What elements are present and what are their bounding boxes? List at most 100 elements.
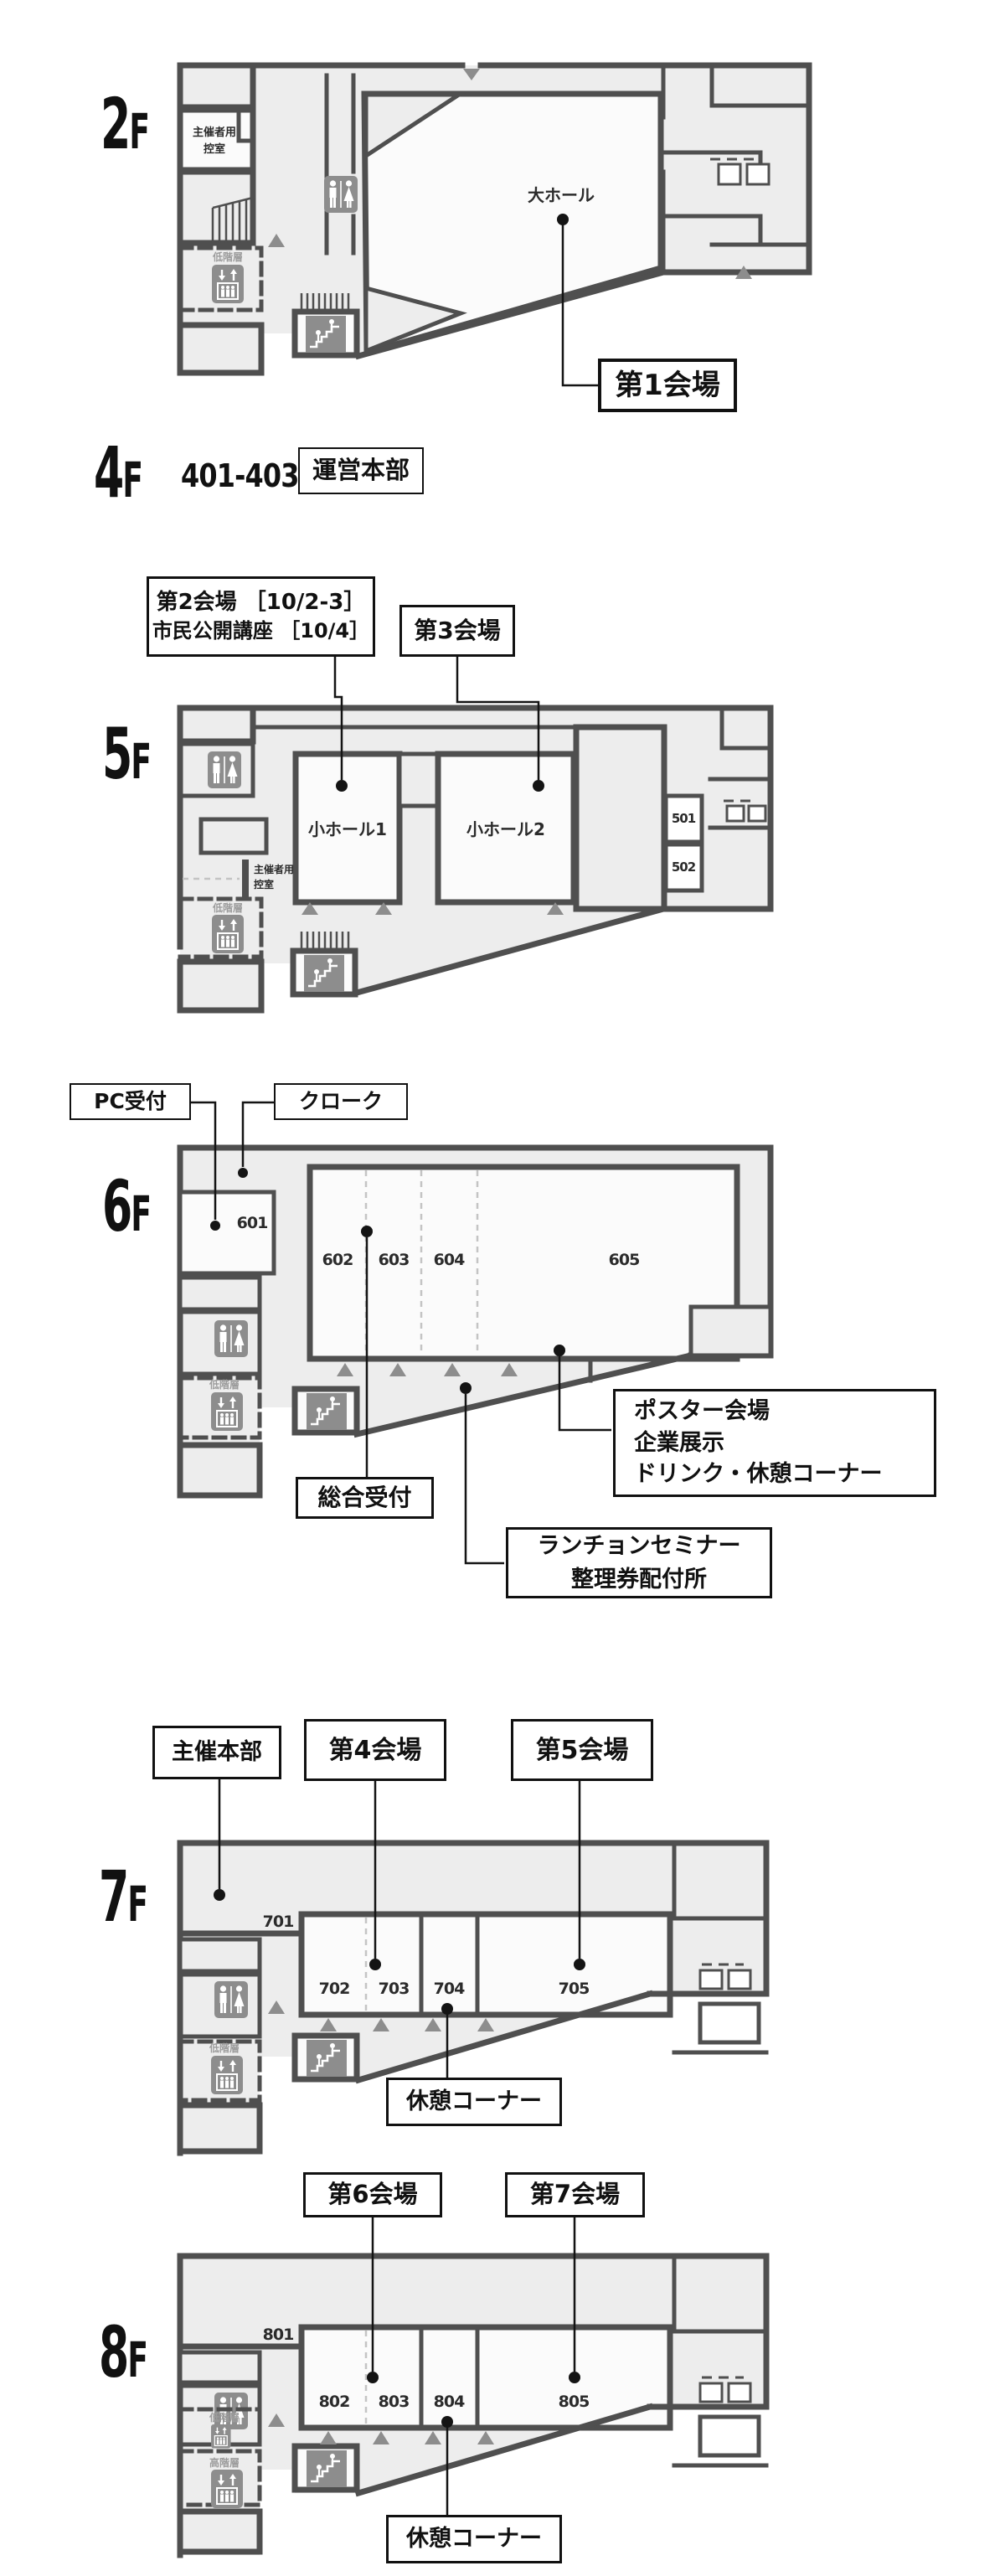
room-601 (178, 1190, 276, 1276)
room-label: 704 (434, 1980, 465, 1998)
room-label: 大ホール (528, 185, 595, 205)
callout-organizer-hq-label: 主催本部 (172, 1739, 262, 1766)
elevator-label: 低階層 (209, 1378, 240, 1391)
room-502 (663, 842, 704, 893)
room-label: 602 (322, 1251, 353, 1269)
leader-line (218, 1779, 581, 2078)
callout-venue2-line2: 市民公開講座 ［10/4］ (152, 619, 370, 643)
room-label: 小ホール1 (308, 819, 387, 839)
callout-poster-line2: 企業展示 (634, 1429, 724, 1456)
floor-label-5f: 5F (102, 713, 152, 795)
room-label: 501 (672, 811, 696, 826)
callout-venue5-label: 第5会場 (535, 1735, 629, 1765)
hall-wedge-bottom (363, 285, 467, 354)
callout-venue6-label: 第6会場 (327, 2180, 418, 2209)
room-label: 604 (434, 1251, 465, 1269)
room-label: 605 (609, 1251, 640, 1269)
elevator-shaft (727, 2382, 752, 2403)
callout-venue1: 第1会場 (598, 359, 737, 412)
elevator-shaft (698, 2382, 724, 2403)
rooms-702-705 (298, 1911, 673, 2018)
hall2-room (435, 751, 577, 906)
callout-poster-area: ポスター会場 企業展示 ドリンク・休憩コーナー (613, 1389, 936, 1497)
leader-line (333, 657, 540, 780)
wall-bar (242, 860, 249, 898)
callout-venue2-line1: 第2会場 ［10/2-3］ (156, 590, 366, 616)
callout-luncheon: ランチョンセミナー 整理券配付所 (506, 1527, 772, 1598)
callout-cloakroom: クローク (274, 1083, 408, 1120)
entrance-triangle-icon (268, 2000, 494, 2031)
room-label: 802 (319, 2393, 350, 2411)
elevator-shaft (727, 1969, 752, 1990)
callout-poster-line3: ドリンク・休憩コーナー (634, 1461, 883, 1488)
service-room (698, 2001, 761, 2045)
floor-label-4f: 4F (94, 431, 143, 514)
floor-label-7f: 7F (99, 1856, 148, 1938)
elevator-room-7f (178, 2039, 262, 2103)
callout-pc-reception: PC受付 (70, 1083, 191, 1120)
callout-rest-corner-7f-label: 休憩コーナー (406, 2088, 542, 2115)
elevator-shaft (717, 163, 742, 186)
callout-luncheon-line1: ランチョンセミナー (537, 1533, 741, 1560)
elevator-label: 低階層 (212, 901, 243, 914)
elevator-label: 低階層 (212, 250, 243, 263)
callout-venue6: 第6会場 (303, 2172, 442, 2217)
callout-venue3: 第3会場 (399, 605, 515, 657)
entrance-triangle-down-icon (463, 69, 480, 80)
room-label: 控室 (254, 878, 274, 891)
floor-label-8f: 8F (99, 2311, 148, 2393)
room-label: 502 (672, 860, 696, 875)
callout-venue7: 第7会場 (505, 2172, 645, 2217)
service-room (698, 2414, 761, 2458)
floor-label-6f: 6F (102, 1165, 152, 1247)
hall-wedge-top (363, 92, 466, 160)
floorplan-6f: 低階層 601 602 603 604 605 (177, 1101, 774, 1565)
room-label: 601 (237, 1214, 268, 1232)
floorplan-8f: 低階層 高階層 801 802 803 804 805 (177, 2217, 770, 2558)
room-label: 702 (319, 1980, 350, 1998)
callout-poster-line1: ポスター会場 (634, 1397, 770, 1424)
leader-line (561, 219, 598, 387)
leader-line (191, 1101, 611, 1565)
entrance-triangle-icon (268, 2413, 494, 2444)
callout-organizer-hq: 主催本部 (152, 1726, 281, 1779)
callout-operations-hq: 運営本部 (298, 447, 424, 494)
callout-venue1-label: 第1会場 (615, 368, 720, 402)
room-label: 801 (263, 2326, 294, 2344)
backstage-block (573, 724, 667, 912)
floorplan-5f: 主催者用 控室 低階層 小ホール1 小ホール2 501 502 (177, 657, 774, 1014)
room-label: 701 (263, 1913, 294, 1931)
callout-venue2: 第2会場 ［10/2-3］ 市民公開講座 ［10/4］ (147, 576, 375, 657)
callout-operations-hq-label: 運営本部 (312, 456, 410, 485)
staircase-hatch (211, 196, 255, 243)
elevator-label: 高階層 (209, 2456, 240, 2469)
floorplan-7f: 低階層 701 702 703 704 705 (177, 1779, 770, 2156)
room-label: 805 (559, 2393, 590, 2411)
room-label: 804 (434, 2393, 465, 2411)
escalator-treads (300, 293, 350, 312)
room-label: 705 (559, 1980, 590, 1998)
hall1-room (292, 751, 403, 906)
elevator-shaft (698, 1969, 724, 1990)
floorplan-2f: 大ホール 主催者用 控室 低階層 (177, 62, 812, 387)
callout-rest-corner-8f: 休憩コーナー (386, 2515, 562, 2563)
room-label: 603 (379, 1251, 410, 1269)
elevator-label: 低階層 (209, 2042, 240, 2054)
elevator-room-2f (178, 245, 264, 312)
callout-pc-reception-label: PC受付 (94, 1088, 167, 1113)
elevator-shaft (745, 163, 770, 186)
callout-venue4-label: 第4会場 (328, 1735, 422, 1765)
rooms-602-605 (307, 1164, 740, 1362)
elevator-room-6f (178, 1376, 262, 1440)
elevator-shaft (747, 804, 767, 823)
room-label: 控室 (204, 142, 225, 156)
leader-line (371, 2217, 576, 2515)
rooms-401-403-text: 401-403 (181, 457, 299, 494)
room-label: 小ホール2 (466, 819, 545, 839)
room-label: 主催者用 (254, 863, 294, 875)
callout-luncheon-line2: 整理券配付所 (571, 1566, 707, 1593)
callout-general-reception: 総合受付 (296, 1477, 434, 1519)
room-label: 703 (379, 1980, 410, 1998)
